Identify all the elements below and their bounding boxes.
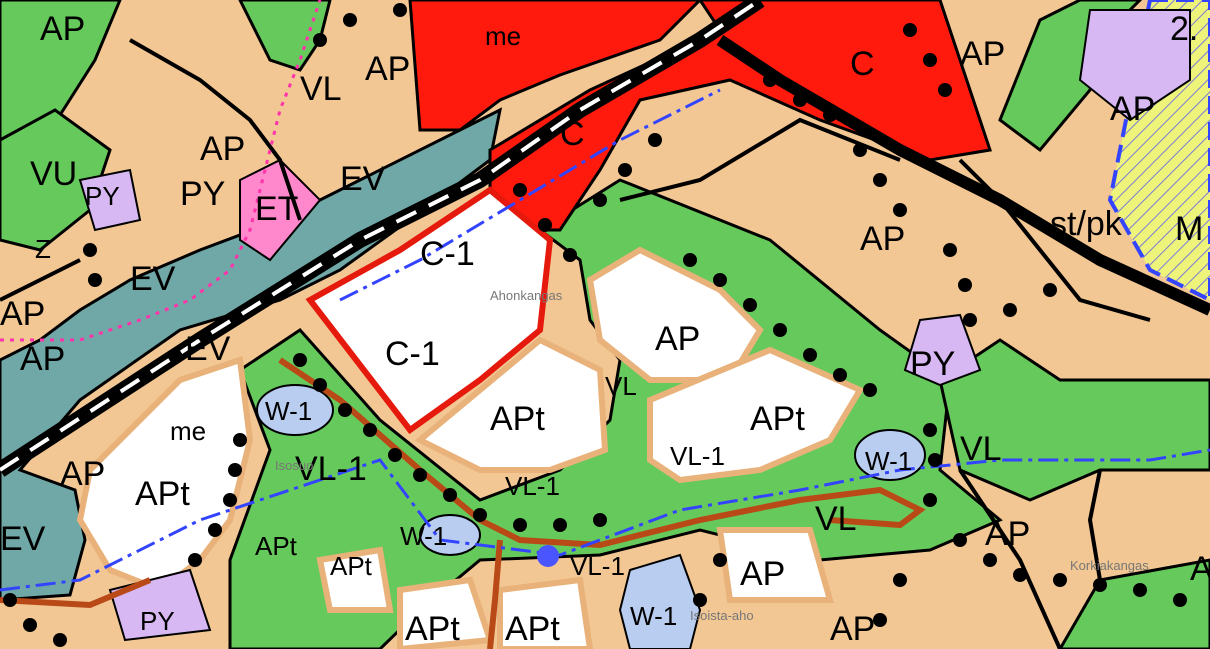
zone-label: AP [1110,90,1155,128]
zone-label: VL [605,371,637,401]
zone-label: C [560,115,585,153]
road [0,357,926,649]
zone-label: C [850,45,875,83]
zone-label: AP [740,555,785,593]
zone-label: APt [505,610,560,648]
zone-label: VL-1 [295,450,367,488]
place-names: Ahonkangas Isosuo Korkiakangas Isoista-a… [275,288,1149,623]
zone-label: AP [365,50,410,88]
zone-label: APt [135,475,190,513]
zone-label: PY [910,345,955,383]
place-name: Isosuo [275,458,313,473]
zone-label: me [485,21,521,51]
zone-label: ET [255,190,298,228]
zone-label: AP [20,340,65,378]
place-name: Korkiakangas [1070,558,1149,573]
zone-label: C-1 [420,235,475,273]
zone-label: W-1 [265,396,312,426]
boundary-lines [0,38,1151,649]
zone-label: W-1 [865,446,912,476]
zone-label: VL-1 [670,441,725,471]
zone-labels: AP VL AP me C AP AP 2. VU AP PY PY ET EV… [0,10,1210,648]
zone-label: APt [330,551,373,581]
zone-label: AP [860,220,905,258]
zone-label: AP [60,455,105,493]
white-zones [76,186,865,649]
zone-label: C-1 [385,335,440,373]
purple-block-topright [1078,9,1191,122]
zone-label: PY [85,181,120,211]
zone-label: EV [0,520,46,558]
zone-label: EV [340,160,386,198]
zone-label: EV [185,330,231,368]
wetlands [256,384,926,649]
zone-label: VL [300,70,342,108]
dotted-boundaries [3,3,1187,647]
pipe-line [0,448,1210,592]
zone-label: EV [130,260,176,298]
zone-label: me [170,416,206,446]
magenta-line [0,0,322,342]
place-name: Isoista-aho [690,608,754,623]
zone-label: Z [35,234,51,264]
zone-label: PY [180,175,225,213]
zone-label: VU [30,155,77,193]
zone-label: VL-1 [570,551,625,581]
place-name: Ahonkangas [490,288,563,303]
zone-label: VL-1 [505,471,560,501]
zone-label: APt [255,531,298,561]
zone-label: W-1 [630,601,677,631]
zone-label: M [1175,210,1203,248]
zone-label: PY [140,606,175,636]
zone-label: VL [815,500,857,538]
zone-label: AP [40,10,85,48]
zone-label: st/pk [1050,205,1123,243]
zone-label: AP [200,130,245,168]
zone-label: W-1 [400,521,447,551]
zone-label: AP [985,515,1030,553]
zone-label: APt [750,400,805,438]
zone-label: APt [490,400,545,438]
zone-label: APt [405,610,460,648]
zone-label: VL [960,430,1002,468]
zone-label: AP [0,295,45,333]
industry-area [239,158,322,262]
pipe-line-2 [339,88,721,302]
zone-label: AP [655,320,700,358]
zone-label: AP [830,610,875,648]
zone-label: AP [960,35,1005,73]
zone-label: A [1190,550,1210,588]
blue-marker [537,545,559,567]
zone-label: 2. [1170,10,1198,48]
